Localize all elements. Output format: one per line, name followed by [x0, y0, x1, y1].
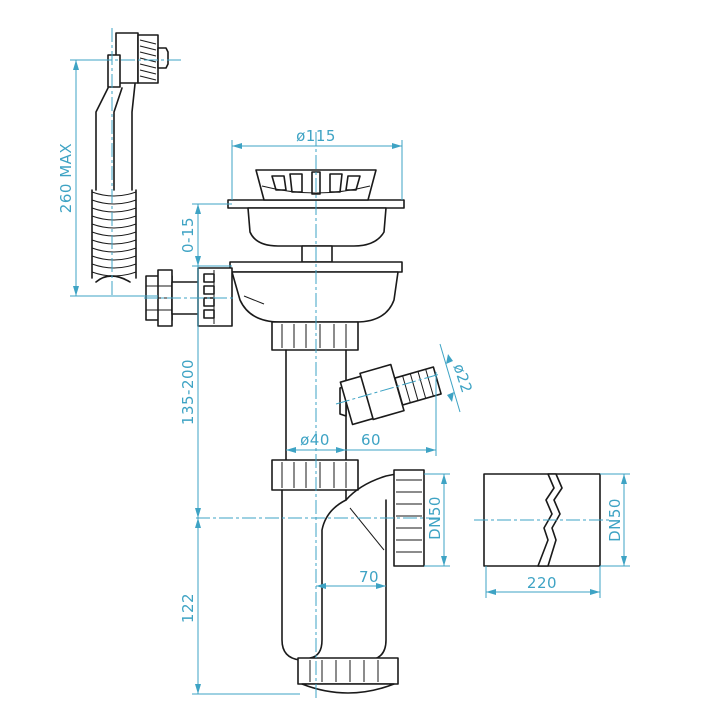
bottle-trap-body: [281, 473, 397, 661]
overflow-grille: [137, 34, 159, 84]
dim-pipe-length: 220: [527, 574, 557, 592]
overflow-inlet-nut: [197, 267, 233, 327]
middle-coupling-nut: [271, 459, 359, 491]
overflow-corrugated-hose: [91, 189, 137, 283]
strainer-assembly: [197, 169, 405, 327]
strainer-body: [247, 207, 387, 247]
dimension-lines: [70, 59, 630, 695]
side-inlet-connector: [339, 363, 442, 426]
dim-base-height: 122: [179, 593, 197, 623]
overflow-screw-head: [157, 47, 169, 69]
dim-trap-height: 135-200: [179, 359, 197, 425]
outlet-bowl: [231, 271, 399, 323]
overflow-hose-upper: [95, 83, 136, 191]
upper-coupling-nut: [271, 321, 359, 351]
dim-outlet-offset: 70: [359, 568, 379, 586]
dim-overflow-height: 260 MAX: [57, 143, 75, 213]
overflow-nut: [107, 54, 121, 88]
center-lines: [98, 28, 610, 700]
dim-pipe-dn: DN50: [606, 498, 624, 542]
dim-side-offset: 60: [361, 431, 381, 449]
dim-outlet-dn: DN50: [426, 496, 444, 540]
dim-strainer-diameter: ø115: [296, 127, 336, 145]
dim-pipe-diameter: ø40: [300, 431, 330, 449]
strainer-slots: [261, 171, 371, 195]
overflow-assembly: [91, 32, 201, 327]
bottom-cap-nut: [297, 657, 399, 694]
strainer-stem: [301, 245, 333, 263]
dim-adjust-range: 0-15: [179, 217, 197, 253]
